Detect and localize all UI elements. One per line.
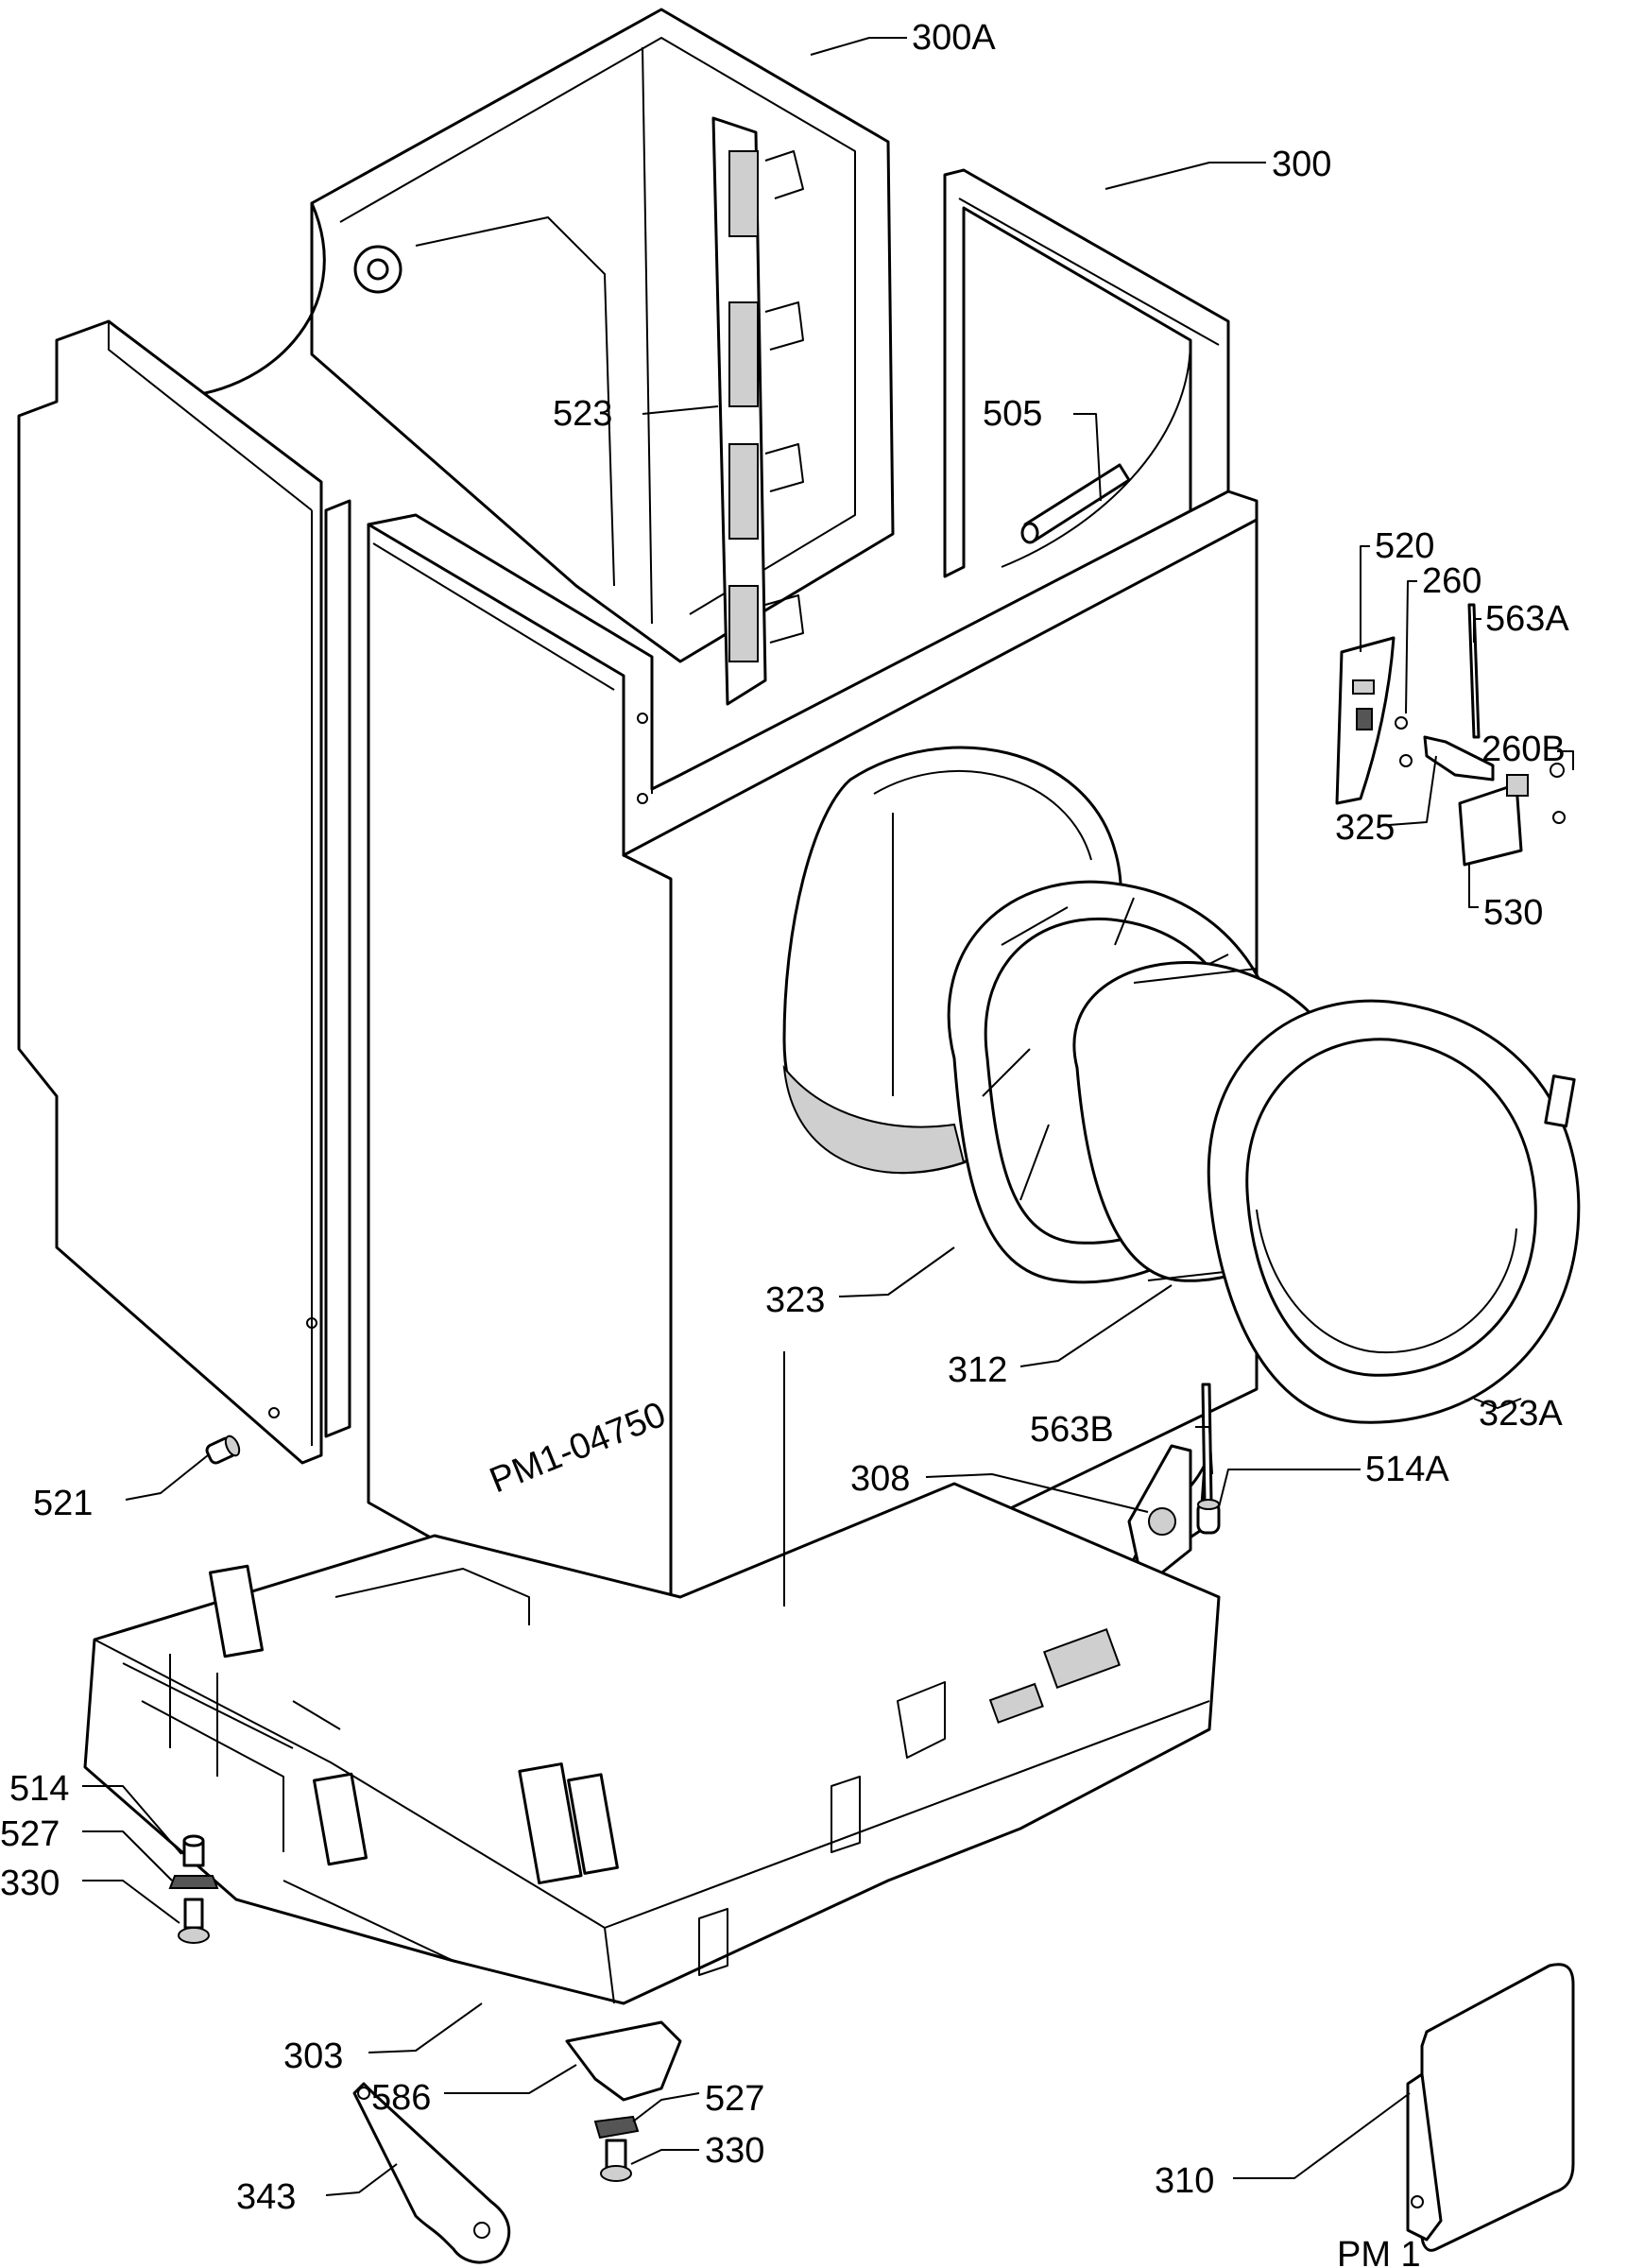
latch-assembly bbox=[1127, 1383, 1221, 1594]
callout-514a: 514A bbox=[1365, 1450, 1449, 1489]
callout-323a: 323A bbox=[1479, 1394, 1563, 1434]
service-flap-310 bbox=[1406, 1963, 1575, 2252]
wrench-343 bbox=[352, 2082, 511, 2264]
screw-521 bbox=[205, 1435, 241, 1465]
footer-code: PM 1 bbox=[1337, 2235, 1421, 2268]
callout-343: 343 bbox=[236, 2177, 296, 2217]
hinge-assembly bbox=[1335, 603, 1566, 867]
rod-505 bbox=[1020, 463, 1131, 544]
center-bracket-523 bbox=[711, 116, 804, 706]
callout-563a: 563A bbox=[1485, 599, 1569, 639]
callout-260: 260 bbox=[1422, 561, 1481, 601]
callout-521: 521 bbox=[33, 1484, 93, 1523]
callout-323: 323 bbox=[765, 1280, 825, 1320]
side-frame-300 bbox=[943, 168, 1230, 578]
callout-523: 523 bbox=[553, 394, 612, 434]
callout-514: 514 bbox=[9, 1769, 69, 1809]
callout-300a: 300A bbox=[912, 18, 996, 58]
callout-312: 312 bbox=[948, 1350, 1007, 1390]
callout-300: 300 bbox=[1272, 145, 1331, 184]
callout-labels: 300A 300 523 505 520 260 563A 260B 325 5… bbox=[0, 18, 1569, 2268]
foot-left bbox=[168, 1834, 219, 1944]
leader-lines bbox=[82, 37, 1574, 2196]
callout-505: 505 bbox=[983, 394, 1042, 434]
callout-330-right: 330 bbox=[705, 2131, 764, 2171]
left-side-panel bbox=[17, 319, 351, 1465]
callout-530: 530 bbox=[1483, 893, 1543, 933]
callout-330-left: 330 bbox=[0, 1864, 60, 1903]
base-frame-303 bbox=[83, 1351, 1221, 2005]
callout-527-right: 527 bbox=[705, 2079, 764, 2119]
foot-right bbox=[565, 2020, 682, 2182]
callout-586: 586 bbox=[371, 2078, 431, 2118]
callout-325: 325 bbox=[1335, 808, 1395, 848]
door-ring-323a bbox=[1207, 999, 1581, 1424]
callout-527-left: 527 bbox=[0, 1814, 60, 1854]
callout-520: 520 bbox=[1375, 526, 1434, 566]
callout-260b: 260B bbox=[1481, 730, 1566, 769]
callout-563b: 563B bbox=[1030, 1410, 1114, 1450]
callout-310: 310 bbox=[1155, 2161, 1214, 2201]
callout-303: 303 bbox=[283, 2036, 343, 2076]
callout-308: 308 bbox=[850, 1459, 910, 1499]
